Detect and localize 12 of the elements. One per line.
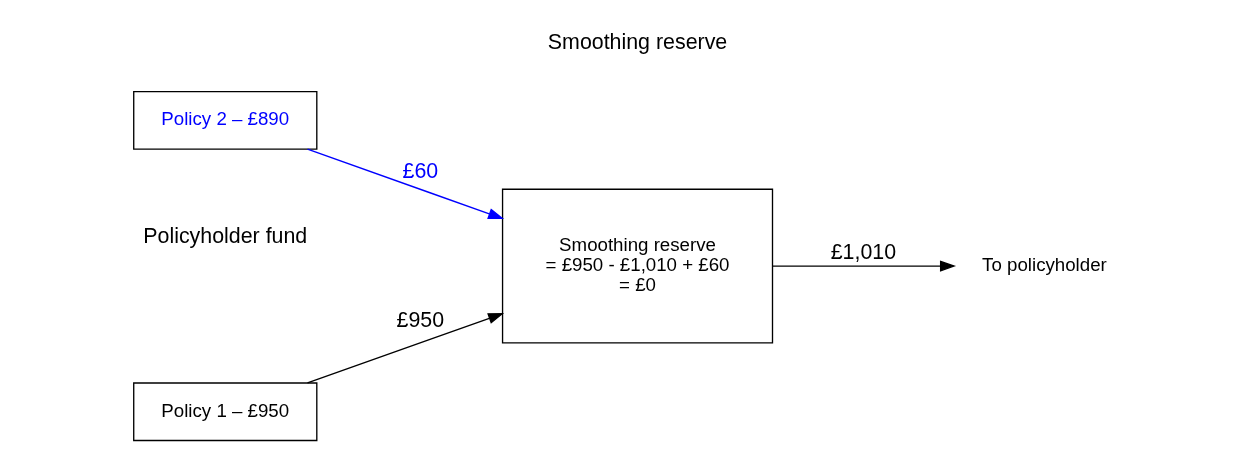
edge-label: £950 bbox=[396, 308, 444, 333]
label: Smoothing reserve bbox=[547, 30, 727, 55]
arrow bbox=[306, 313, 504, 384]
arrow bbox=[306, 148, 504, 220]
node-text: To policyholder bbox=[981, 254, 1107, 276]
edge-label: £60 bbox=[402, 158, 438, 183]
node-box: Policy 2 – £890 bbox=[132, 91, 317, 150]
label: Policyholder fund bbox=[142, 224, 307, 249]
node-box: Policy 1 – £950 bbox=[132, 382, 317, 442]
node-box: Smoothing reserve = £950 - £1,010 + £60 = £0 bbox=[501, 188, 773, 344]
edge-label: £1,010 bbox=[830, 240, 896, 265]
arrow bbox=[771, 260, 956, 272]
